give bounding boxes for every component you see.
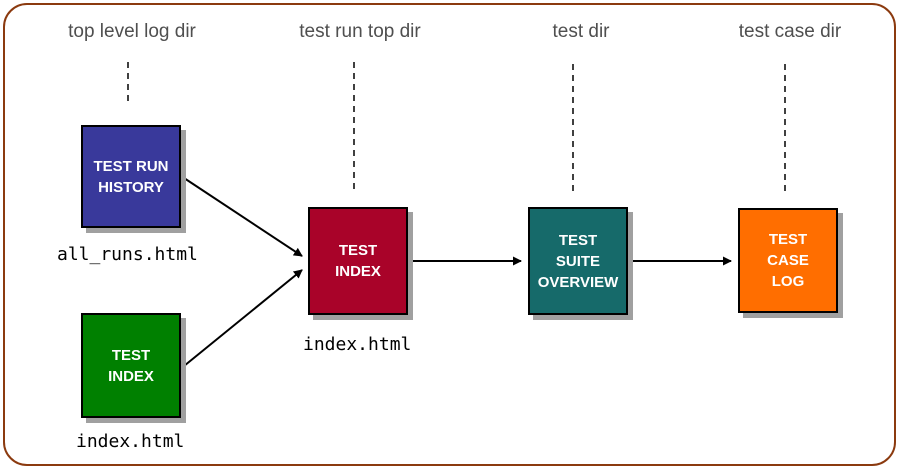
node-label: TEST CASE LOG <box>767 231 809 290</box>
node-test-suite-overview: TEST SUITE OVERVIEW <box>528 207 628 315</box>
node-label: TEST SUITE OVERVIEW <box>537 231 619 291</box>
node-test-index-run: TEST INDEX <box>308 207 408 315</box>
file-label-index-html-test-run: index.html <box>303 334 412 355</box>
node-label: TEST INDEX <box>335 242 381 280</box>
arrow-index-top-to-index <box>183 269 303 367</box>
column-header-test-run-top-dir: test run top dir <box>299 21 421 42</box>
file-label-index-html-top-level: index.html <box>76 431 185 452</box>
node-test-index-top-level: TEST INDEX <box>81 313 181 418</box>
node-label: TEST RUN HISTORY <box>93 157 169 196</box>
node-test-run-history: TEST RUN HISTORY <box>81 125 181 228</box>
arrow-history-to-index <box>183 177 303 257</box>
node-label: TEST INDEX <box>108 346 154 385</box>
column-header-top-level-log-dir: top level log dir <box>68 21 196 42</box>
node-test-case-log: TEST CASE LOG <box>738 208 838 313</box>
file-label-all-runs-html: all_runs.html <box>57 244 198 265</box>
column-header-test-dir: test dir <box>552 21 610 42</box>
column-header-test-case-dir: test case dir <box>738 21 842 42</box>
